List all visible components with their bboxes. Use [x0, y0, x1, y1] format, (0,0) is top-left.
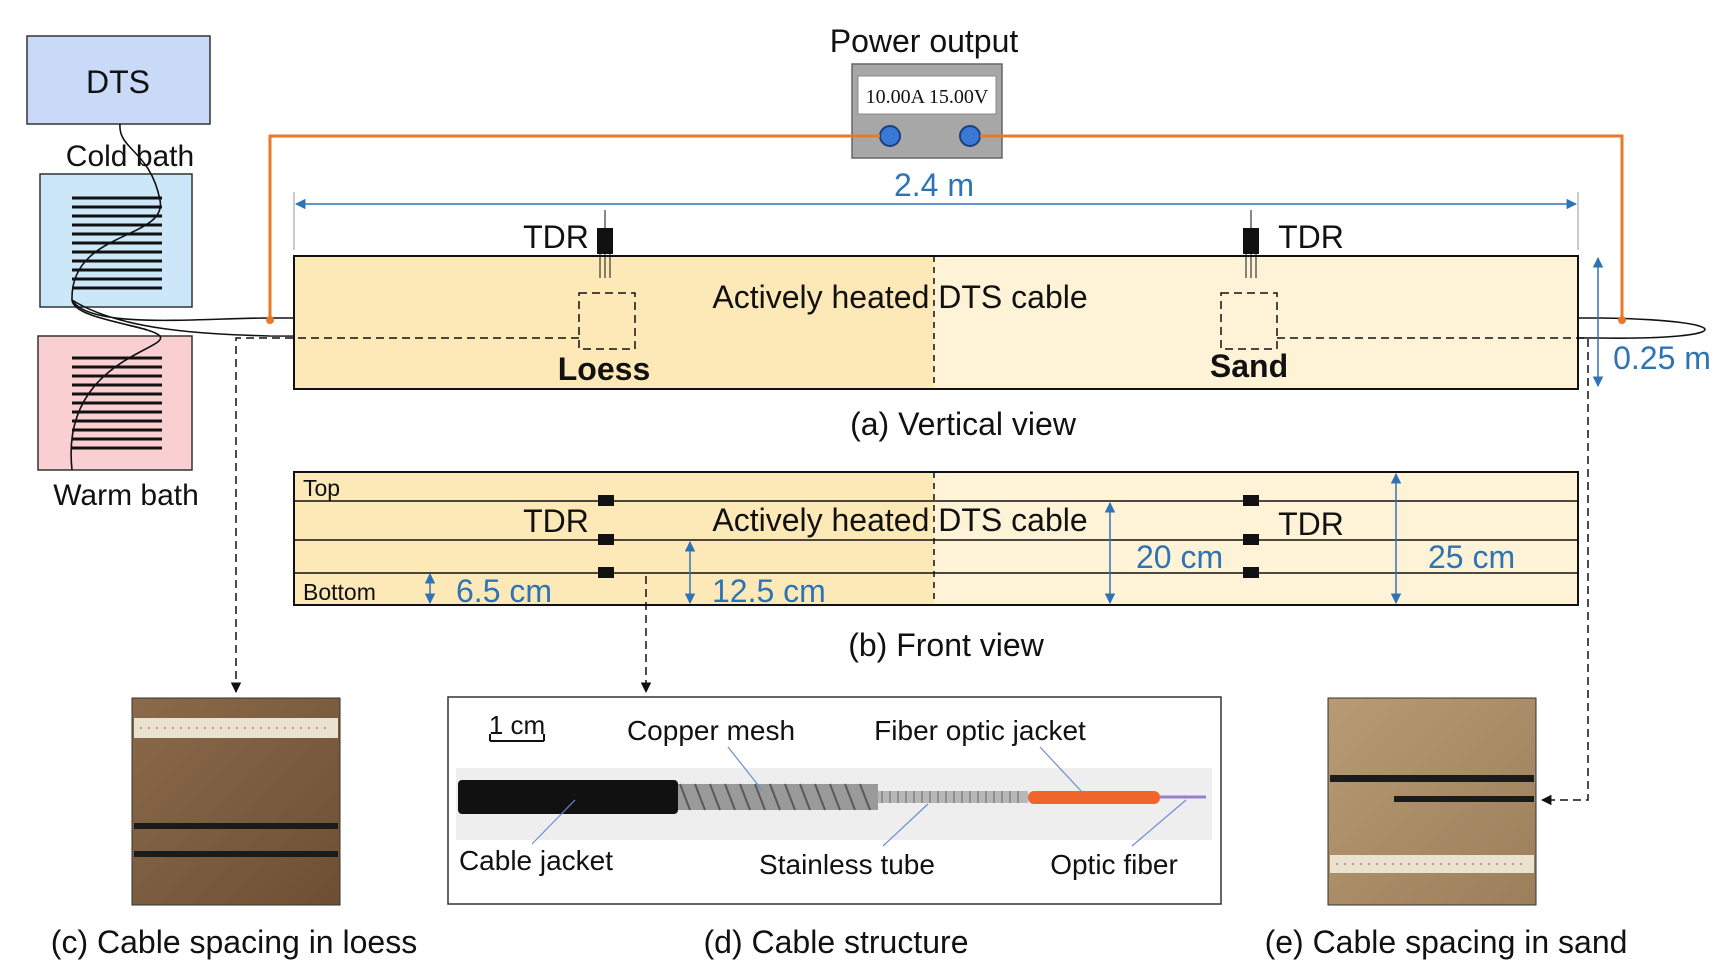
warm-bath-label: Warm bath [53, 479, 199, 512]
dim-12-5-label: 12.5 cm [712, 573, 826, 609]
power-supply: 10.00A 15.00V [851, 63, 1003, 159]
caption-front-view: (b) Front view [848, 627, 1044, 663]
fiber-cable-path [70, 123, 1706, 471]
sand-photo [1327, 697, 1537, 906]
tdr-left-label-a: TDR [523, 219, 589, 255]
caption-loess-photo: (c) Cable spacing in loess [51, 924, 417, 960]
leader-to-loess-photo [230, 337, 579, 694]
front-view-tank [293, 471, 1579, 606]
sand-label: Sand [1210, 348, 1288, 384]
cable-jacket-label: Cable jacket [459, 845, 613, 876]
caption-vertical-view: (a) Vertical view [850, 406, 1077, 442]
dim-6-5-label: 6.5 cm [456, 573, 552, 609]
tdr-right-label-a: TDR [1278, 219, 1344, 255]
power-output-title: Power output [830, 23, 1019, 59]
warm-bath [37, 335, 193, 471]
copper-mesh-label: Copper mesh [627, 715, 795, 746]
vertical-view-tank [293, 255, 1579, 390]
leader-to-sand-photo [1277, 337, 1589, 806]
optic-fiber-label: Optic fiber [1050, 849, 1178, 880]
tdr-left-label-b: TDR [523, 503, 589, 539]
tdr-right-label-b: TDR [1278, 506, 1344, 542]
dim-25-label: 25 cm [1428, 539, 1515, 575]
scale-bar-label: 1 cm [489, 710, 545, 740]
loess-photo [131, 697, 341, 906]
cable-structure-panel [447, 696, 1222, 905]
tdr-probe-right-a [1220, 210, 1278, 350]
caption-sand-photo: (e) Cable spacing in sand [1265, 924, 1628, 960]
power-display: 10.00A 15.00V [866, 86, 989, 108]
dts-unit: DTS [26, 35, 211, 125]
fiber-optic-jacket-label: Fiber optic jacket [874, 715, 1086, 746]
top-label: Top [303, 475, 340, 501]
stainless-tube-label: Stainless tube [759, 849, 935, 880]
caption-cable-structure: (d) Cable structure [704, 924, 969, 960]
power-wire-right [980, 134, 1624, 320]
dts-label: DTS [86, 64, 150, 100]
length-label: 2.4 m [894, 167, 974, 203]
cold-bath-label: Cold bath [66, 140, 194, 173]
width-label: 0.25 m [1613, 340, 1711, 376]
bottom-label: Bottom [303, 579, 376, 605]
cable-label-b: Actively heated DTS cable [712, 502, 1087, 538]
dim-20-label: 20 cm [1136, 539, 1223, 575]
loess-label: Loess [558, 351, 650, 387]
cable-label-a: Actively heated DTS cable [712, 279, 1087, 315]
tdr-probe-left-a [578, 210, 636, 350]
power-wire-left [268, 134, 880, 320]
